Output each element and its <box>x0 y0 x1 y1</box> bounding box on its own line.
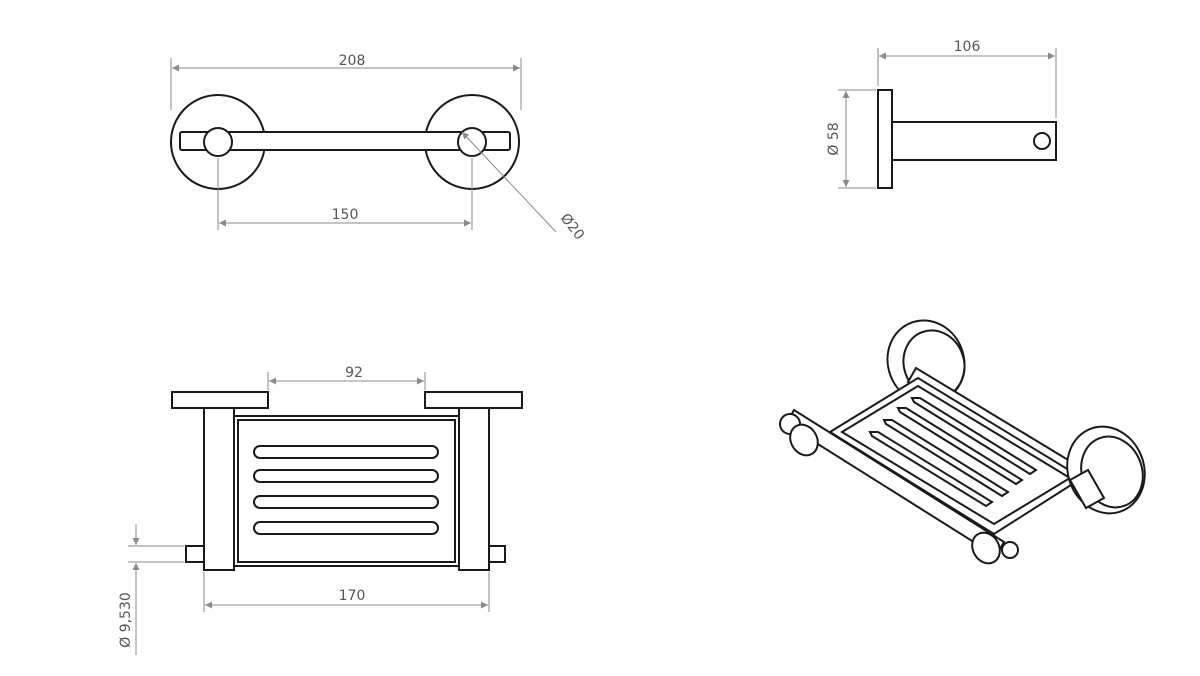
front-left-plate <box>171 391 269 409</box>
inner-width-label: 92 <box>345 365 363 381</box>
top-view: 208 150 Ø20 <box>170 53 587 244</box>
iso-tray-slot <box>882 419 1010 498</box>
basket-slot <box>253 469 439 483</box>
depth-label: 106 <box>954 39 981 55</box>
plate-diameter-label: Ø 58 <box>826 122 842 155</box>
basket-inner-frame <box>237 419 456 563</box>
dim-centers: 150 <box>217 158 473 230</box>
pin-diameter-label: Ø20 <box>557 211 587 244</box>
dim-overall-width: 208 <box>170 53 522 110</box>
isometric-view <box>779 319 1146 565</box>
basket-slot <box>253 521 439 535</box>
dim-depth: 106 <box>877 39 1057 118</box>
iso-tray-slot <box>868 431 994 508</box>
left-rod-cap <box>185 545 205 563</box>
side-wall-plate <box>877 89 893 189</box>
centers-label: 150 <box>332 207 359 223</box>
rod-diameter-label: Ø 9,530 <box>118 592 134 648</box>
front-right-plate <box>424 391 523 409</box>
basket-slot <box>253 445 439 459</box>
overall-width-label: 208 <box>339 53 366 69</box>
front-view: 92 170 Ø 9,530 <box>118 365 523 655</box>
front-right-arm <box>458 407 490 571</box>
top-bar <box>179 131 511 151</box>
basket-slot <box>253 495 439 509</box>
iso-tray-slot <box>910 397 1038 476</box>
front-left-arm <box>203 407 235 571</box>
iso-right-knob <box>971 531 1001 565</box>
left-pin <box>203 127 233 157</box>
side-view: 106 Ø 58 <box>826 39 1057 189</box>
right-rod-cap <box>488 545 506 563</box>
iso-left-knob <box>789 423 819 457</box>
dim-plate-diameter: Ø 58 <box>826 89 876 189</box>
iso-front-right-cap <box>1001 541 1019 559</box>
side-arm <box>891 121 1057 161</box>
frame-width-label: 170 <box>339 588 366 604</box>
iso-tray-slot <box>896 407 1024 486</box>
side-arm-hole <box>1033 132 1051 150</box>
dim-rod-diameter: Ø 9,530 <box>118 524 184 655</box>
basket-frame <box>233 415 460 567</box>
dim-frame-width: 170 <box>203 572 490 612</box>
iso-front-plate-arm <box>1068 468 1106 510</box>
dim-inner-width: 92 <box>267 365 426 390</box>
